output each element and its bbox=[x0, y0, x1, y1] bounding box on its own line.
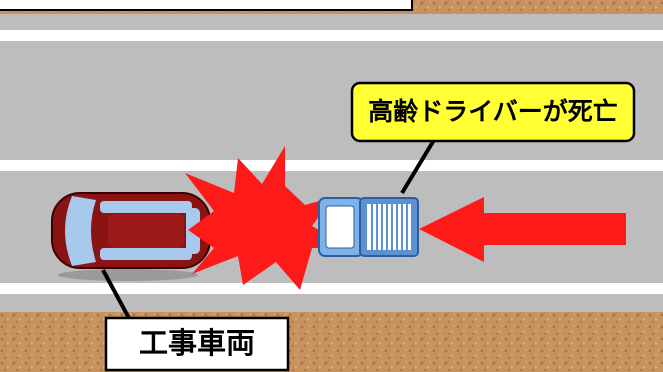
lane-line-middle bbox=[0, 160, 663, 171]
direction-arrow bbox=[419, 197, 626, 262]
work-vehicle-callout-box bbox=[104, 316, 290, 372]
victim-callout-label: 高齢ドライバーが死亡 bbox=[368, 97, 618, 126]
truck bbox=[318, 197, 419, 257]
crash-burst bbox=[185, 146, 350, 290]
lane-line-bottom bbox=[0, 283, 663, 294]
work-vehicle-callout-label: 工事車両 bbox=[139, 326, 255, 360]
lane-line-top bbox=[0, 30, 663, 41]
top-callout-box bbox=[0, 0, 413, 11]
victim-callout-pointer bbox=[400, 138, 436, 195]
soil-bottom bbox=[0, 312, 663, 372]
work-vehicle-callout-pointer bbox=[101, 269, 132, 321]
work-vehicle bbox=[51, 192, 211, 281]
victim-callout-box bbox=[350, 81, 636, 143]
